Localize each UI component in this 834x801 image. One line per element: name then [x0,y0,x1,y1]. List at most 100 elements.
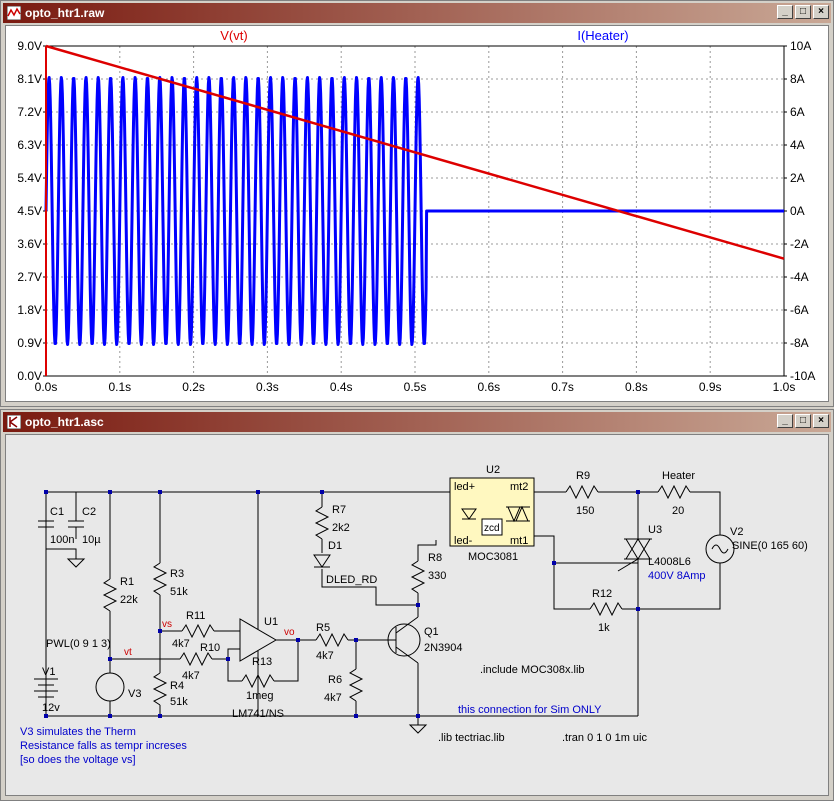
voltage-source-v2[interactable] [705,534,735,564]
resistor-r4[interactable] [152,672,168,706]
label-r1: R1 [120,576,134,588]
schematic-app-icon [7,415,21,429]
triac-u3[interactable] [617,538,652,572]
capacitor-c2[interactable] [68,511,84,539]
label-r3: R3 [170,568,184,580]
resistor-r12[interactable] [589,601,623,617]
wire-u2-mt1[interactable] [534,535,638,564]
label-u3: U3 [648,524,662,536]
wire-r13[interactable] [227,640,299,682]
resistor-r5[interactable] [315,632,349,648]
label-led-minus: led- [454,535,473,547]
label-v3: V3 [128,688,141,700]
label-zcd: zcd [484,523,500,534]
close-button[interactable]: × [813,414,829,428]
label-v2: V2 [730,526,743,538]
wire-heater-v2[interactable] [638,491,721,610]
label-u1-part: LM741/NS [232,708,284,720]
x-tick-label: 0.2s [182,380,205,394]
resistor-r13[interactable] [241,673,275,689]
resistor-r6[interactable] [348,668,364,702]
label-lib-tectriac: .lib tectriac.lib [438,732,505,744]
label-r4-value: 51k [170,696,188,708]
opamp-u1[interactable] [239,618,277,662]
minimize-button[interactable]: _ [777,414,793,428]
resistor-r3[interactable] [152,562,168,596]
label-u3-part: L4008L6 [648,556,691,568]
label-r12: R12 [592,588,612,600]
label-r3-value: 51k [170,586,188,598]
resistor-r10[interactable] [179,651,213,667]
y-left-tick-label: 6.3V [17,138,42,152]
waveform-window-title: opto_htr1.raw [25,6,105,20]
y-left-tick-label: 3.6V [17,237,42,251]
transistor-q1-body [387,623,421,657]
schematic-window: opto_htr1.asc _ □ × [0,409,834,801]
legend-v-vt[interactable]: V(vt) [220,28,247,43]
diode-d1[interactable] [313,554,331,568]
y-right-tick-label: 10A [790,39,811,53]
resistor-r8[interactable] [410,560,426,594]
wire-vt-net[interactable] [110,648,240,660]
comment-line-1: V3 simulates the Therm [20,726,136,738]
wire-r7[interactable] [321,492,418,606]
y-left-tick-label: 1.8V [17,303,42,317]
x-tick-label: 0.8s [625,380,648,394]
resistor-r1[interactable] [102,578,118,612]
capacitor-c1[interactable] [38,511,54,539]
sim-only-note: this connection for Sim ONLY [458,704,602,716]
x-tick-label: 0.7s [551,380,574,394]
label-r11-value: 4k7 [172,638,190,650]
resistor-r7[interactable] [314,506,330,540]
transistor-q1[interactable] [395,616,419,664]
label-c2: C2 [82,506,96,518]
label-r5: R5 [316,622,330,634]
label-r8-value: 330 [428,570,446,582]
label-r7: R7 [332,504,346,516]
y-right-tick-label: -10A [790,369,815,383]
opto-zcd-box [481,518,503,536]
maximize-button[interactable]: □ [795,5,811,19]
schematic-titlebar[interactable]: opto_htr1.asc _ □ × [3,412,831,432]
label-r10-value: 4k7 [182,670,200,682]
series-i-heater-trace [44,75,785,347]
label-c2-value: 10µ [82,534,101,546]
label-r10: R10 [200,642,220,654]
legend-i-heater[interactable]: I(Heater) [577,28,628,43]
y-left-axis-ticks: 0.0V0.9V1.8V2.7V3.6V4.5V5.4V6.3V7.2V8.1V… [17,39,46,383]
x-tick-label: 0.1s [108,380,131,394]
y-left-tick-label: 2.7V [17,270,42,284]
y-right-tick-label: 0A [790,204,805,218]
x-tick-label: 0.9s [699,380,722,394]
x-tick-label: 1.0s [773,380,796,394]
wire-r12[interactable] [553,563,638,610]
y-right-tick-label: 2A [790,171,805,185]
close-button[interactable]: × [813,5,829,19]
resistor-r9[interactable] [565,484,599,500]
voltage-source-v3[interactable] [95,672,125,702]
label-d1-value: DLED_RD [326,574,377,586]
minimize-button[interactable]: _ [777,5,793,19]
y-right-tick-label: 6A [790,105,805,119]
waveform-titlebar[interactable]: opto_htr1.raw _ □ × [3,3,831,23]
maximize-button[interactable]: □ [795,414,811,428]
comment-line-3: [so does the voltage vs] [20,754,136,766]
schematic-canvas[interactable]: U2 led+ led- mt2 mt1 zcd MOC3081 R9 150 … [5,434,829,796]
battery-v1[interactable] [34,678,58,698]
y-right-tick-label: -4A [790,270,809,284]
resistor-r11[interactable] [181,623,215,639]
y-left-tick-label: 0.0V [17,369,42,383]
y-right-tick-label: 4A [790,138,805,152]
resistor-heater[interactable] [657,484,691,500]
label-r13-value: 1meg [246,690,274,702]
label-mt2: mt2 [510,481,528,493]
net-label-vo: vo [284,627,295,638]
schematic-drawing[interactable]: U2 led+ led- mt2 mt1 zcd MOC3081 R9 150 … [6,435,829,796]
wire-c-bus[interactable] [45,492,77,559]
label-u1: U1 [264,616,278,628]
x-tick-label: 0.5s [404,380,427,394]
